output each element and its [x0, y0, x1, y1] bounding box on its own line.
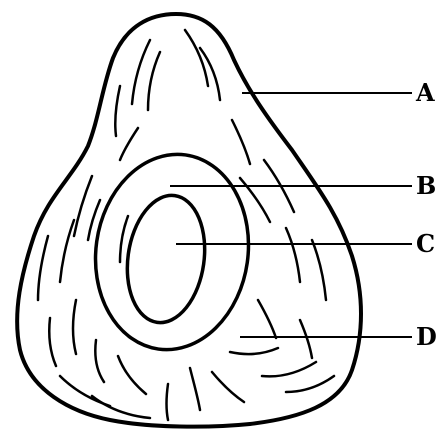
label-c: C [416, 229, 435, 258]
leader-lines [170, 93, 412, 337]
center-core-outline [119, 190, 212, 327]
label-d: D [416, 322, 437, 351]
label-b: B [416, 171, 436, 200]
label-a: A [415, 78, 435, 107]
inner-ring-outline [83, 144, 261, 359]
seed-texture-strokes [38, 30, 334, 420]
